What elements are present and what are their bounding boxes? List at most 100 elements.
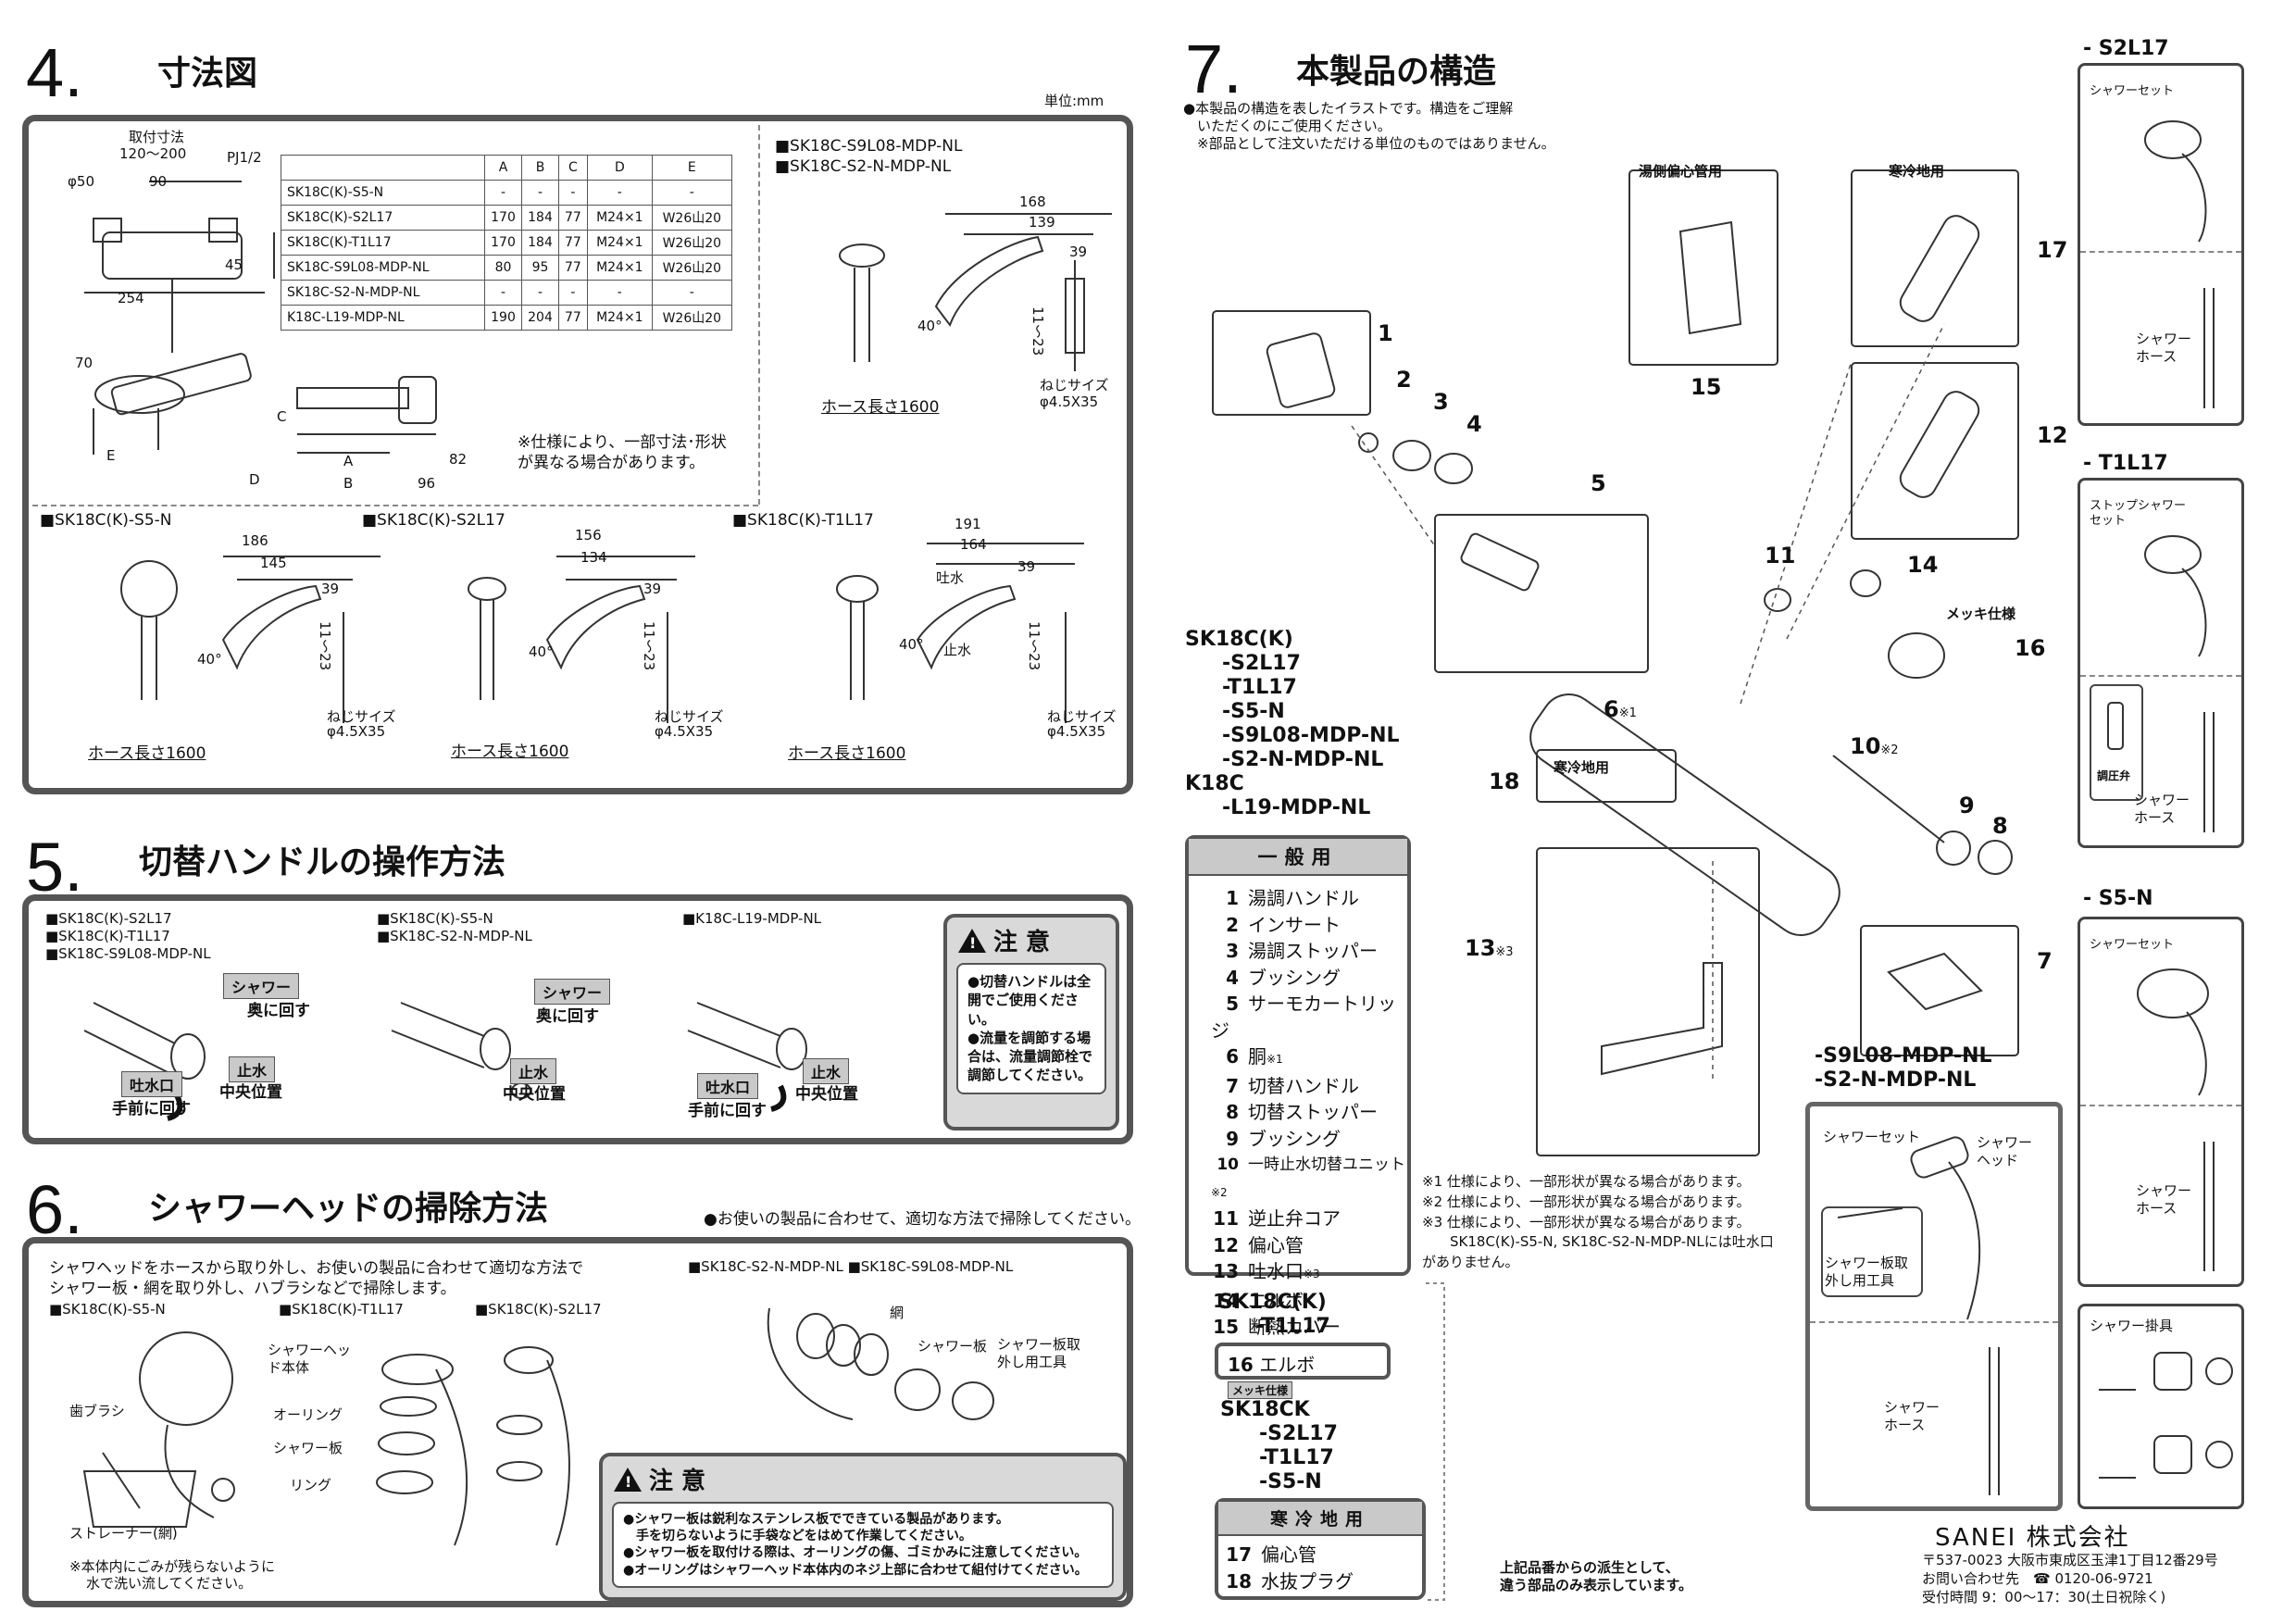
mount-label: 取付寸法: [129, 129, 185, 145]
table-cell: SK18C(K)-T1L17: [281, 230, 485, 256]
d82-label: 82: [449, 451, 468, 468]
clean-model-s5: ■SK18C(K)-S5-N: [49, 1301, 166, 1318]
mdp-d39: 39: [1069, 244, 1088, 260]
mdp-plate-label: シャワー板: [917, 1338, 988, 1355]
table-cell: 77: [558, 305, 588, 331]
part-2: 2: [1396, 367, 1412, 393]
table-cell: 184: [521, 205, 559, 231]
spout-tag-1: 吐水口: [121, 1071, 183, 1097]
caution-body: ●切替ハンドルは全開でご使用ください。 ●流量を調節する場合は、流量調節栓で調節…: [956, 963, 1106, 1094]
part-16: 16: [2015, 635, 2046, 661]
s5-d39: 39: [321, 581, 340, 597]
item-text: サーモカートリッジ: [1211, 993, 1396, 1042]
s5-screw: ねじサイズ: [327, 708, 396, 725]
right-s5-panel: シャワーセット シャワーホース: [2078, 917, 2244, 1287]
s5-models-1: ■SK18C(K)-S2L17 ■SK18C(K)-T1L17 ■SK18C-S…: [45, 910, 211, 962]
item-num: 1: [1226, 887, 1239, 909]
item-num: 15: [1213, 1316, 1239, 1338]
t1-d164: 164: [960, 536, 987, 553]
model-line: -S2-N-MDP-NL: [1815, 1068, 1977, 1092]
table-cell: W26山20: [651, 230, 732, 256]
item-text: ブッシング: [1248, 966, 1341, 989]
part-6: 6※1: [1603, 696, 1637, 722]
table-header-cell: D: [586, 155, 653, 181]
item-num: 9: [1226, 1127, 1239, 1150]
table-cell: -: [586, 180, 653, 206]
d50-label: φ50: [68, 173, 94, 190]
part-4: 4: [1466, 411, 1482, 437]
t1-shower-drawing: [836, 543, 1084, 723]
d-label: D: [249, 471, 260, 488]
part-14: 14: [1907, 552, 1939, 578]
model-line: ■SK18C(K)-S5-N: [377, 910, 493, 927]
item-text: 断熱カバー: [1248, 1316, 1341, 1338]
rinse-note-2: 水で洗い流してください。: [86, 1575, 253, 1592]
t1-screw: ねじサイズ: [1047, 708, 1117, 725]
tag-text: 吐水口: [697, 1073, 759, 1099]
s2-screw-size: φ4.5X35: [655, 723, 714, 740]
table-cell: SK18C(K)-S5-N: [281, 180, 485, 206]
model-line: K18C: [1185, 772, 1244, 795]
front-label-1: 手前に回す: [112, 1100, 191, 1118]
table-cell: SK18C-S9L08-MDP-NL: [281, 255, 485, 281]
t1-derived-models: SK18C(K) -T1L17: [1218, 1291, 1330, 1339]
caution-line: ●切替ハンドルは全開でご使用ください。: [967, 973, 1092, 1028]
dimension-table: A B C D E SK18C(K)-S5-N----- SK18C(K)-S2…: [281, 155, 732, 331]
caution-line: 手を切らないように手袋などをはめて作業してください。: [623, 1529, 972, 1544]
item-text: 湯調ストッパー: [1248, 940, 1378, 962]
right-t1-set: ストップシャワーセット: [2090, 499, 2187, 529]
item-text: 偏心管: [1261, 1543, 1316, 1566]
table-cell: 77: [558, 255, 588, 281]
item-text: インサート: [1248, 913, 1341, 936]
table-cell: -: [521, 280, 559, 306]
dimension-panel: 取付寸法 120～200 PJ1/2 φ50 90 45 254 70 E C …: [22, 115, 1133, 794]
caution-line: ●流量を調節する場合は、流量調節栓で調節してください。: [967, 1029, 1093, 1084]
hook-drawing: [2099, 1352, 2233, 1479]
table-cell: K18C-L19-MDP-NL: [281, 305, 485, 331]
model-s2: ■SK18C(K)-S2L17: [362, 511, 505, 530]
clean-model-s2: ■SK18C(K)-S2L17: [475, 1301, 602, 1318]
faucet-dimension-drawing: [84, 181, 275, 455]
table-cell: 77: [558, 205, 588, 231]
d70-label: 70: [75, 355, 94, 371]
s5-hose: ホース長さ1600: [88, 744, 206, 763]
stop-tag-2: 止水: [510, 1058, 557, 1084]
right-s5-drawing: [2137, 968, 2215, 1271]
rinse-note-1: ※本体内にごみが残らないように: [69, 1558, 275, 1575]
caution-title: 注 意: [947, 918, 1116, 963]
model-line: -S2-N-MDP-NL: [1222, 748, 1384, 771]
item-num: 3: [1226, 940, 1239, 962]
s5-shower-drawing: [120, 556, 381, 723]
section-6-number: 6.: [26, 1171, 83, 1248]
item-note: ※1: [1267, 1053, 1283, 1066]
right-t1-drawing: [2107, 535, 2215, 832]
model-line: ■SK18C-S9L08-MDP-NL: [45, 944, 211, 962]
part-13-note: ※3: [1495, 945, 1514, 959]
part-10: 10※2: [1850, 733, 1899, 759]
handle-illustration-3: [687, 1002, 807, 1112]
s2-d39: 39: [643, 581, 662, 597]
part-15: 15: [1691, 374, 1722, 400]
table-cell: SK18C(K)-S2L17: [281, 205, 485, 231]
model-line: -S9L08-MDP-NL: [1222, 724, 1400, 747]
table-cell: 77: [558, 230, 588, 256]
table-cell: M24×1: [586, 205, 653, 231]
model-line: ■SK18C(K)-S2L17: [45, 910, 172, 927]
right-t1-valve: 調圧弁: [2097, 769, 2131, 782]
mount-range: 120～200: [119, 145, 187, 162]
s5-screw-size: φ4.5X35: [327, 723, 386, 740]
right-s2-drawing: [2144, 120, 2215, 408]
caution-title: 注 意: [603, 1456, 1123, 1502]
handle-caution-box: 注 意 ●切替ハンドルは全開でご使用ください。 ●流量を調節する場合は、流量調節…: [943, 914, 1119, 1131]
item-text: 水抜プラグ: [1261, 1569, 1354, 1593]
item-text: 胴: [1248, 1045, 1267, 1068]
item-text: 切替ストッパー: [1248, 1101, 1378, 1123]
brush-label: 歯ブラシ: [69, 1403, 125, 1419]
section-5-title: 切替ハンドルの操作方法: [139, 843, 506, 881]
shower-tag-1: シャワー: [223, 973, 300, 999]
